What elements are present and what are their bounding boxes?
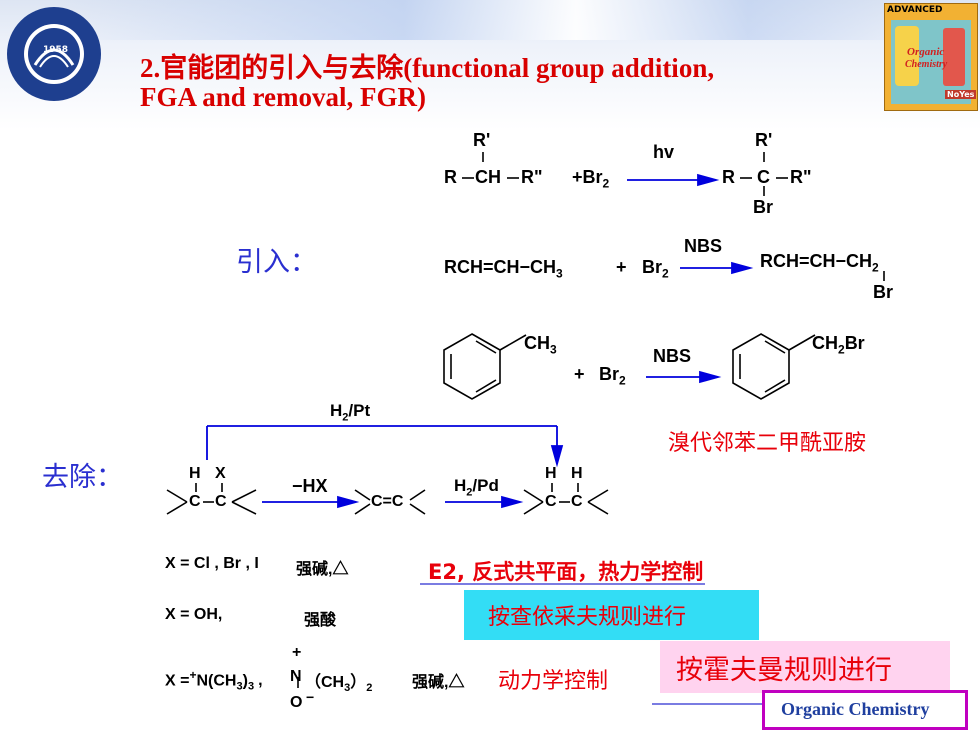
footer-box: [762, 690, 968, 730]
row1-x: X = Cl , Br , I: [165, 555, 259, 572]
substrate-h: H: [189, 465, 201, 482]
header-streak: [60, 0, 920, 40]
footer-label: Organic Chemistry: [781, 699, 930, 719]
row3-rule: 按霍夫曼规则进行: [676, 655, 892, 686]
r2-plus: +: [616, 257, 627, 277]
logo-year: 1958: [43, 45, 69, 55]
alkane-c2: C: [571, 493, 583, 510]
row1-condition: 强碱,△: [296, 561, 349, 578]
section-removal: 去除：: [42, 462, 123, 493]
row2-note: 按查依采夫规则进行: [488, 605, 687, 630]
r1-product-top: R': [755, 130, 773, 150]
book-title-line1: Organic: [907, 46, 945, 58]
n-oxide-methyls: （CH3）2: [305, 674, 373, 695]
row3-x: X =+N(CH3)3,: [165, 668, 263, 693]
section-introduction: 引入：: [236, 247, 317, 278]
r3-methyl: CH3: [524, 333, 557, 357]
zaitsev-highlight: [464, 590, 759, 640]
book-title-line2: Chemistry: [905, 59, 948, 70]
nbs-name-note: 溴代邻苯二甲酰亚胺: [668, 431, 867, 456]
organic-chemistry-book-icon: ADVANCED Organic Chemistry NoYes: [884, 3, 978, 111]
r1-reactant-top: R': [473, 130, 491, 150]
h2-pt-label: H2/Pt: [330, 401, 371, 424]
university-logo: 1958: [5, 5, 103, 103]
r1-reagent: +Br2: [572, 167, 610, 191]
h2-pd-label: H2/Pd: [454, 476, 499, 499]
r2-reagent: Br2: [642, 257, 669, 281]
r1-product-left: R: [722, 167, 735, 187]
alkane-h2: H: [571, 465, 583, 482]
book-badge: NoYes: [945, 90, 977, 99]
page-title-line2: FGA and removal, FGR): [140, 82, 426, 112]
substrate-x: X: [215, 465, 226, 482]
r1-product-right: R": [790, 167, 812, 187]
alkene: C=C: [371, 493, 404, 510]
alkane-h1: H: [545, 465, 557, 482]
r3-product-group: CH2Br: [812, 333, 865, 357]
r1-reactant-left: R: [444, 167, 457, 187]
r1-condition: hv: [653, 142, 675, 162]
r2-condition: NBS: [684, 236, 723, 256]
row1-note: E2, 反式共平面，热力学控制: [428, 560, 704, 584]
substrate-c2: C: [215, 493, 227, 510]
r3-condition: NBS: [653, 346, 692, 366]
r2-product: RCH=CH−CH2: [760, 251, 879, 275]
page-title-line1: 2.官能团的引入与去除(functional group addition,: [140, 53, 715, 83]
r1-reactant-right: R": [521, 167, 543, 187]
r2-reactant: RCH=CH−CH3: [444, 257, 563, 281]
row2-condition: 强酸: [304, 612, 337, 629]
r1-product-bottom: Br: [753, 197, 774, 217]
r2-product-br: Br: [873, 282, 894, 302]
book-top-text: ADVANCED: [887, 5, 943, 15]
r3-plus: +: [574, 364, 585, 384]
r1-product-center: C: [757, 167, 770, 187]
n-oxide-n: N: [290, 668, 302, 685]
n-oxide-o: O: [290, 694, 303, 711]
elimination-label: −HX: [292, 476, 328, 496]
n-oxide-plus: +: [292, 644, 302, 661]
row3-condition: 强碱,△: [412, 674, 465, 691]
n-oxide-o-minus: −: [306, 689, 315, 705]
row2-x: X = OH,: [165, 606, 223, 623]
hofmann-highlight: [660, 641, 950, 693]
row3-note: 动力学控制: [498, 669, 609, 694]
alkane-c1: C: [545, 493, 557, 510]
r3-reagent: Br2: [599, 364, 626, 388]
substrate-c1: C: [189, 493, 201, 510]
r1-reactant-center: CH: [475, 167, 501, 187]
